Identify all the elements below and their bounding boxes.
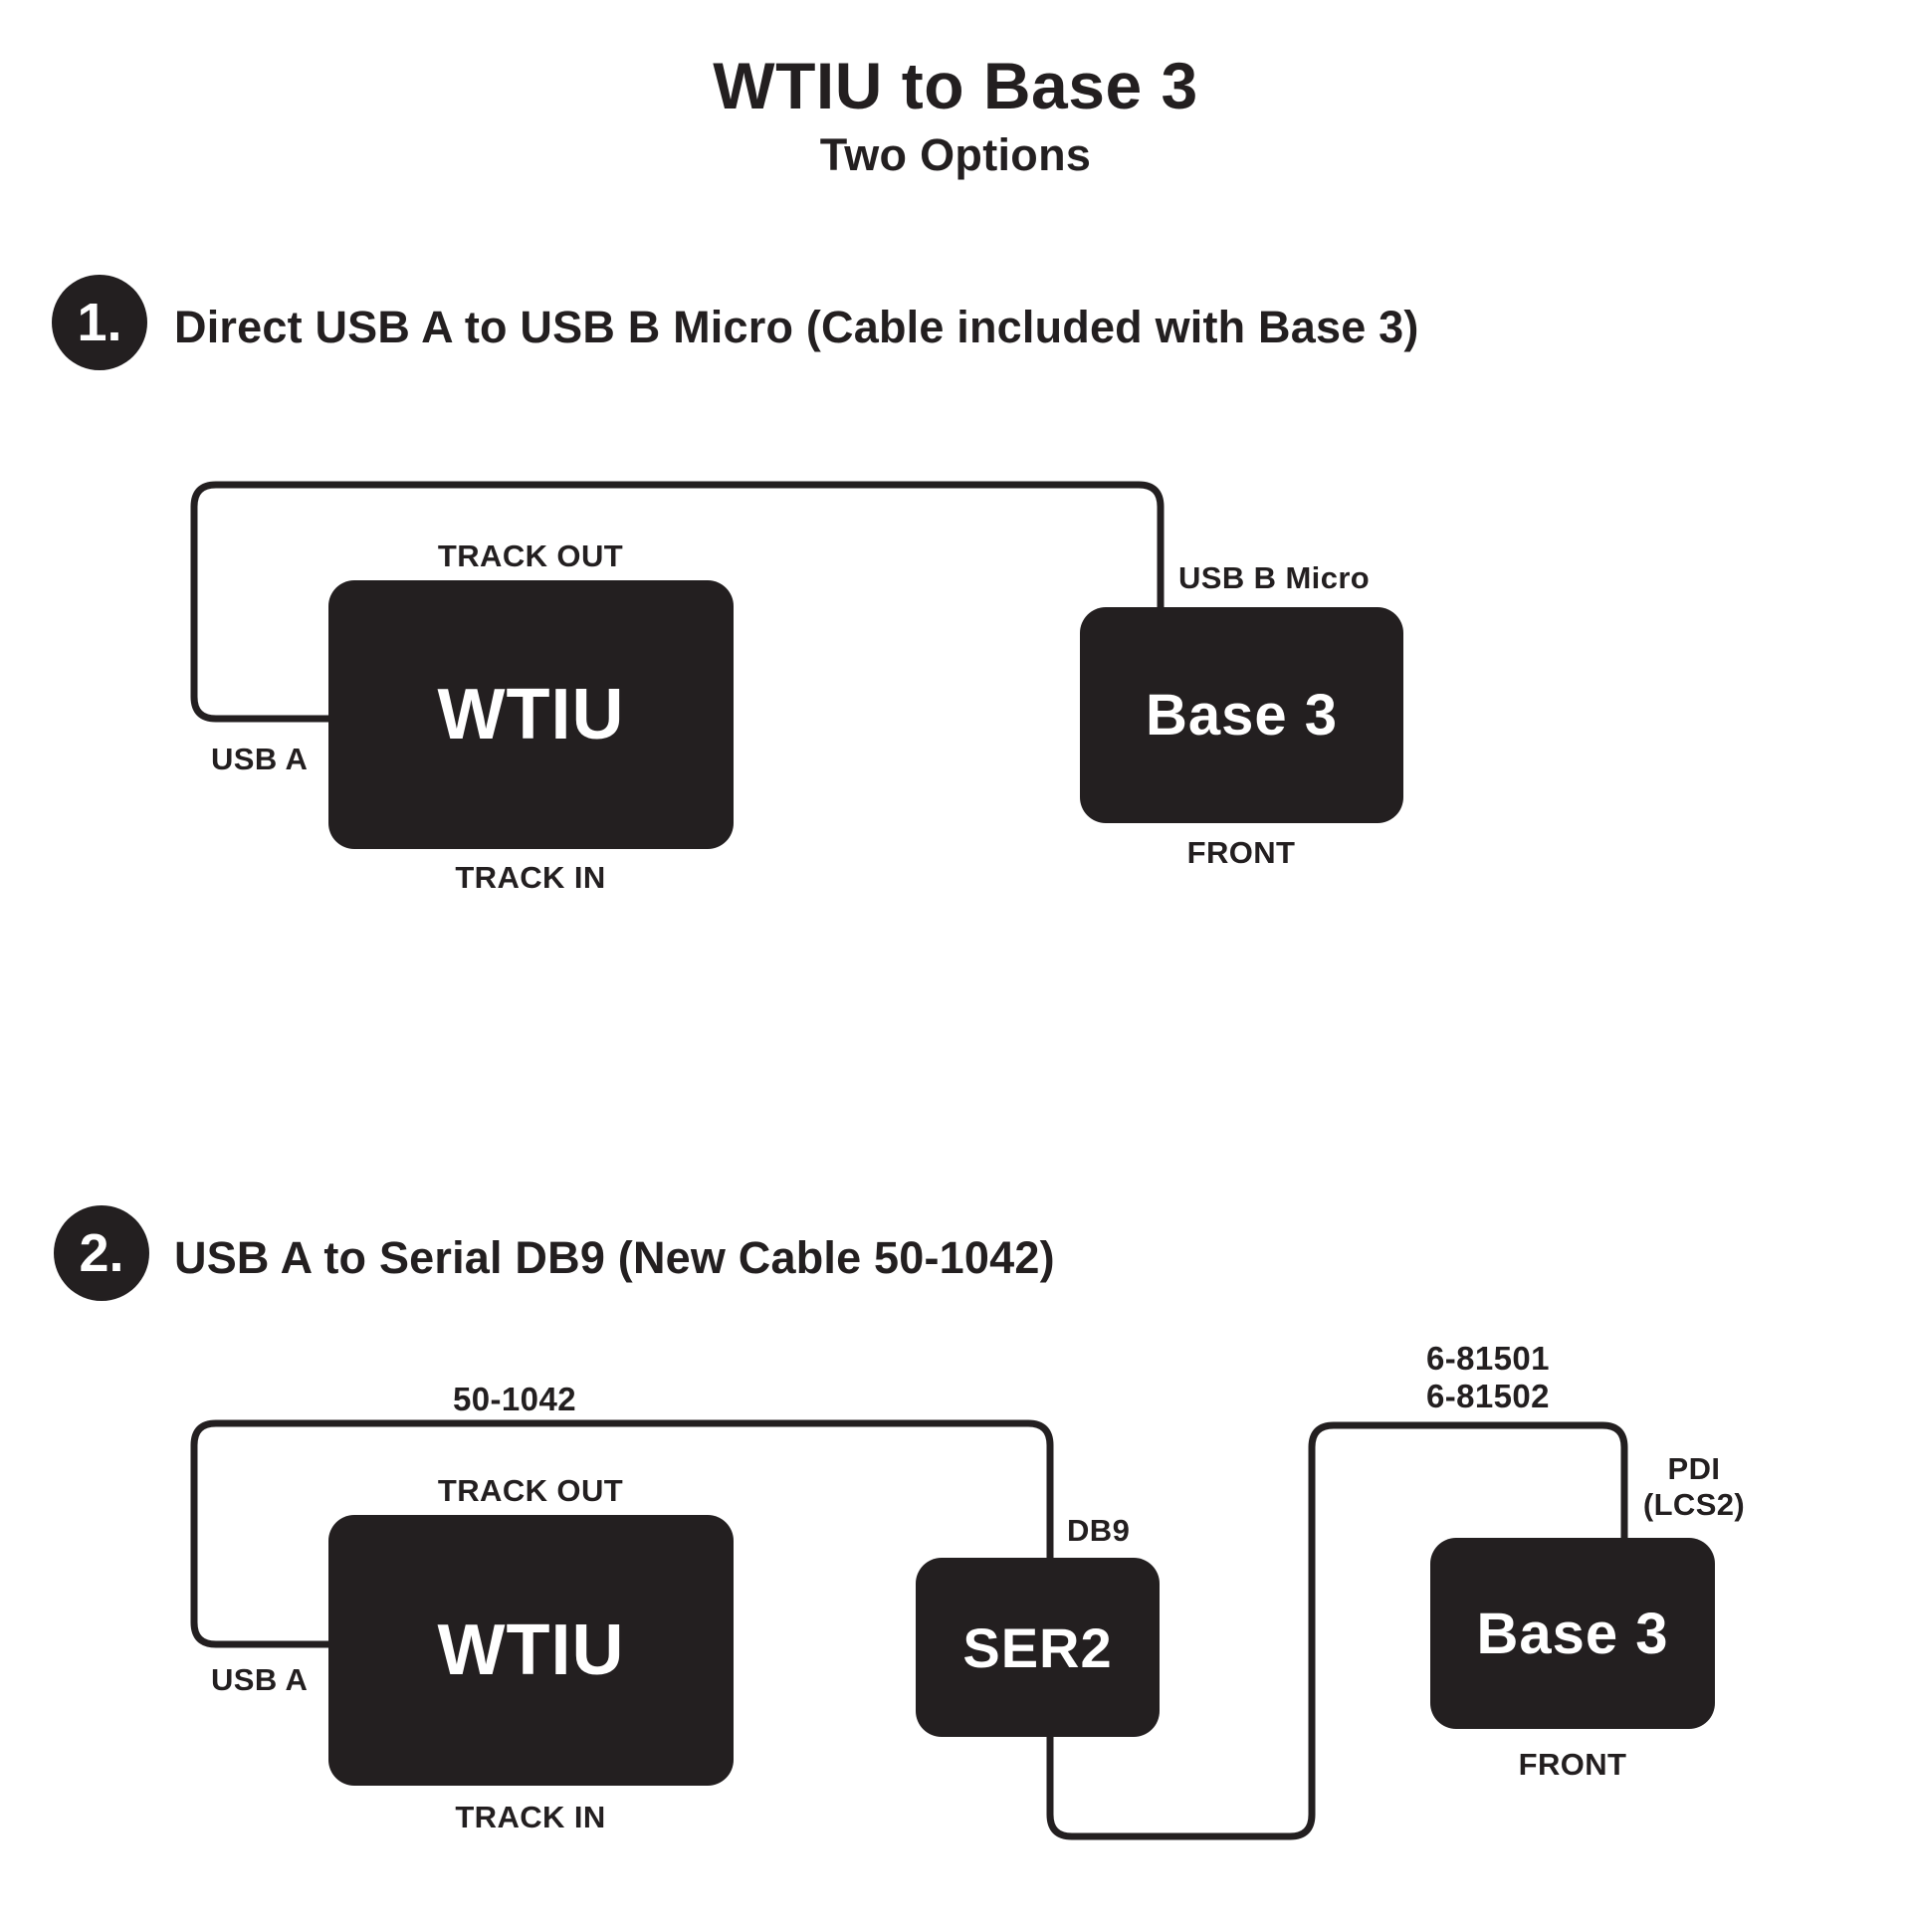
cable-6-81502-line2: 6-81502 xyxy=(1426,1378,1550,1414)
option-2-number: 2. xyxy=(79,1223,124,1283)
ser2-device-label: SER2 xyxy=(962,1615,1113,1679)
option-1-badge: 1. xyxy=(52,275,147,370)
base3-device-2: Base 3 xyxy=(1430,1538,1715,1729)
usb-b-micro-label: USB B Micro xyxy=(1178,560,1371,595)
wtiu-device-2-label: WTIU xyxy=(437,1610,625,1690)
wtiu-device-1: WTIU xyxy=(328,580,734,849)
option-2-heading: USB A to Serial DB9 (New Cable 50-1042) xyxy=(174,1232,1055,1283)
option-1-number: 1. xyxy=(77,293,122,352)
cable-6-81501-line1: 6-81501 xyxy=(1426,1340,1550,1377)
lcs2-label: (LCS2) xyxy=(1642,1487,1746,1522)
track-out-label-2: TRACK OUT xyxy=(437,1473,624,1508)
usb-a-label-1: USB A xyxy=(211,742,309,776)
base3-device-1: Base 3 xyxy=(1080,607,1403,823)
cable-50-1042-label: 50-1042 xyxy=(453,1381,576,1417)
base3-device-2-label: Base 3 xyxy=(1476,1601,1669,1666)
ser2-device: SER2 xyxy=(916,1558,1160,1737)
track-out-label-1: TRACK OUT xyxy=(437,538,624,573)
front-label-1: FRONT xyxy=(1186,835,1296,870)
wtiu-device-1-label: WTIU xyxy=(437,675,625,754)
page-subtitle: Two Options xyxy=(819,129,1092,180)
db9-label: DB9 xyxy=(1067,1513,1131,1548)
front-label-2: FRONT xyxy=(1518,1747,1627,1782)
option-2-badge: 2. xyxy=(54,1205,149,1301)
option-1-heading: Direct USB A to USB B Micro (Cable inclu… xyxy=(174,302,1419,352)
track-in-label-1: TRACK IN xyxy=(455,860,606,895)
pdi-label: PDI xyxy=(1667,1451,1721,1486)
wtiu-device-2: WTIU xyxy=(328,1515,734,1786)
track-in-label-2: TRACK IN xyxy=(455,1800,606,1834)
cable-6-81501-label: 6-81501 6-81502 xyxy=(1426,1340,1550,1415)
base3-device-1-label: Base 3 xyxy=(1145,683,1339,748)
usb-a-label-2: USB A xyxy=(211,1662,309,1697)
pdi-lcs2-label: PDI (LCS2) xyxy=(1643,1451,1745,1523)
page-title: WTIU to Base 3 xyxy=(713,49,1198,122)
